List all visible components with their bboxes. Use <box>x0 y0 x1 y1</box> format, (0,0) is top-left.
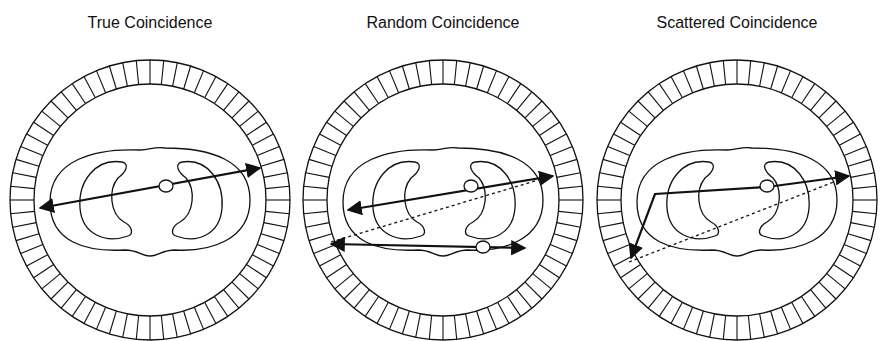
detector-ring <box>10 60 290 340</box>
true-panel <box>40 147 260 256</box>
panel-title: Scattered Coincidence <box>657 14 818 32</box>
detector-ring <box>597 60 877 340</box>
panel-title: True Coincidence <box>88 14 213 32</box>
panel-title: Random Coincidence <box>367 14 520 32</box>
scattered-panel <box>629 147 849 262</box>
detector-ring <box>303 60 583 340</box>
random-panel <box>331 147 555 256</box>
